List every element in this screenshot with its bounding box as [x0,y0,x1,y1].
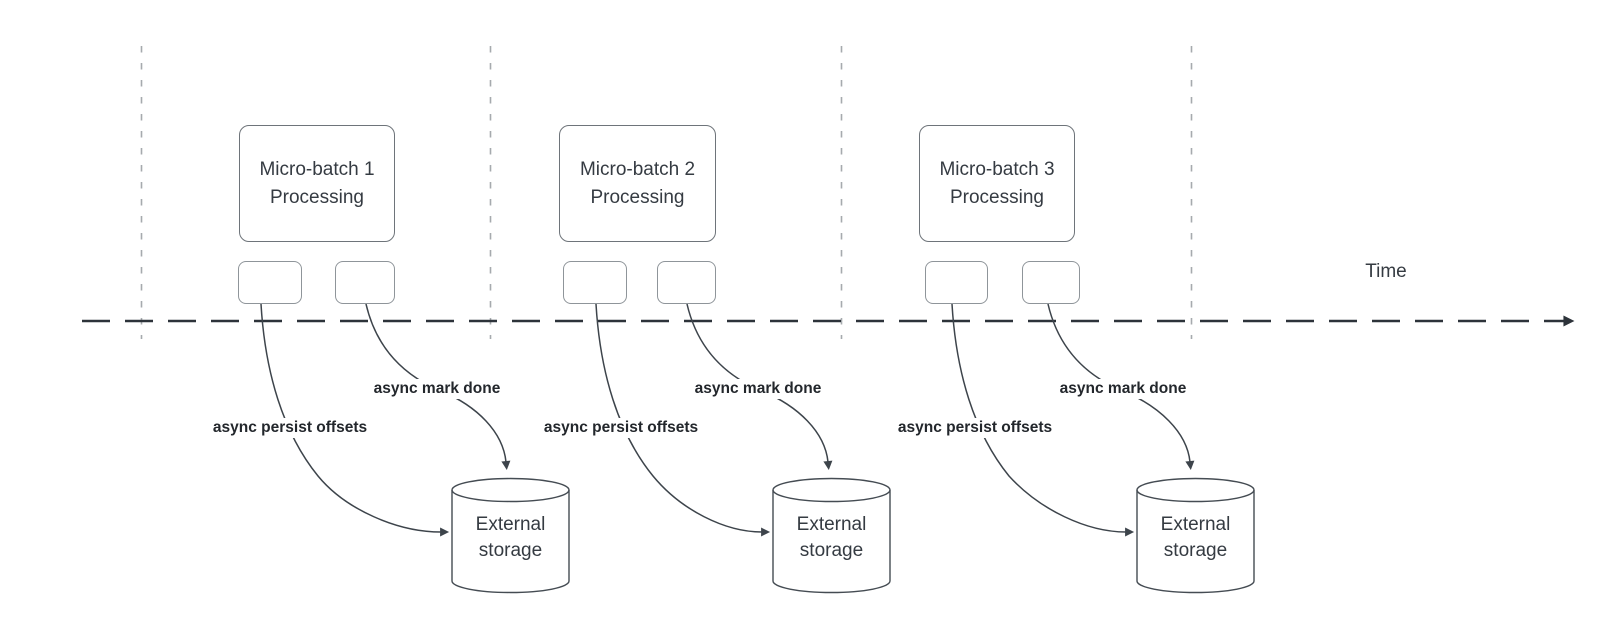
storage-cylinder [1136,477,1255,594]
persist-task-box-3 [925,261,988,304]
persist-offsets-arrow [951,303,1135,537]
persist-offsets-label-2: async persist offsets [539,418,703,438]
time-axis-label: Time [1365,261,1407,282]
done-task-box-3 [1022,261,1080,304]
micro-batch-2-node: Micro-batch 2 Processing [559,125,716,242]
done-task-box-2 [657,261,716,304]
mark-done-label-1: async mark done [369,379,505,399]
storage-cylinder [451,477,570,594]
persist-offsets-arrow [595,303,771,537]
persist-offsets-label-3: async persist offsets [893,418,1057,438]
persist-task-box-2 [563,261,627,304]
micro-batch-2-title: Micro-batch 2 Processing [579,158,696,208]
micro-batch-3-title: Micro-batch 3 Processing [939,158,1055,208]
storage-cylinder [772,477,891,594]
micro-batch-1-title: Micro-batch 1 Processing [259,158,375,208]
done-task-box-1 [335,261,395,304]
micro-batch-1-node: Micro-batch 1 Processing [239,125,395,242]
mark-done-label-2: async mark done [690,379,826,399]
persist-offsets-arrow [260,303,450,537]
persist-task-box-1 [238,261,302,304]
mark-done-label-3: async mark done [1055,379,1191,399]
persist-offsets-label-1: async persist offsets [208,418,372,438]
micro-batch-3-node: Micro-batch 3 Processing [919,125,1075,242]
